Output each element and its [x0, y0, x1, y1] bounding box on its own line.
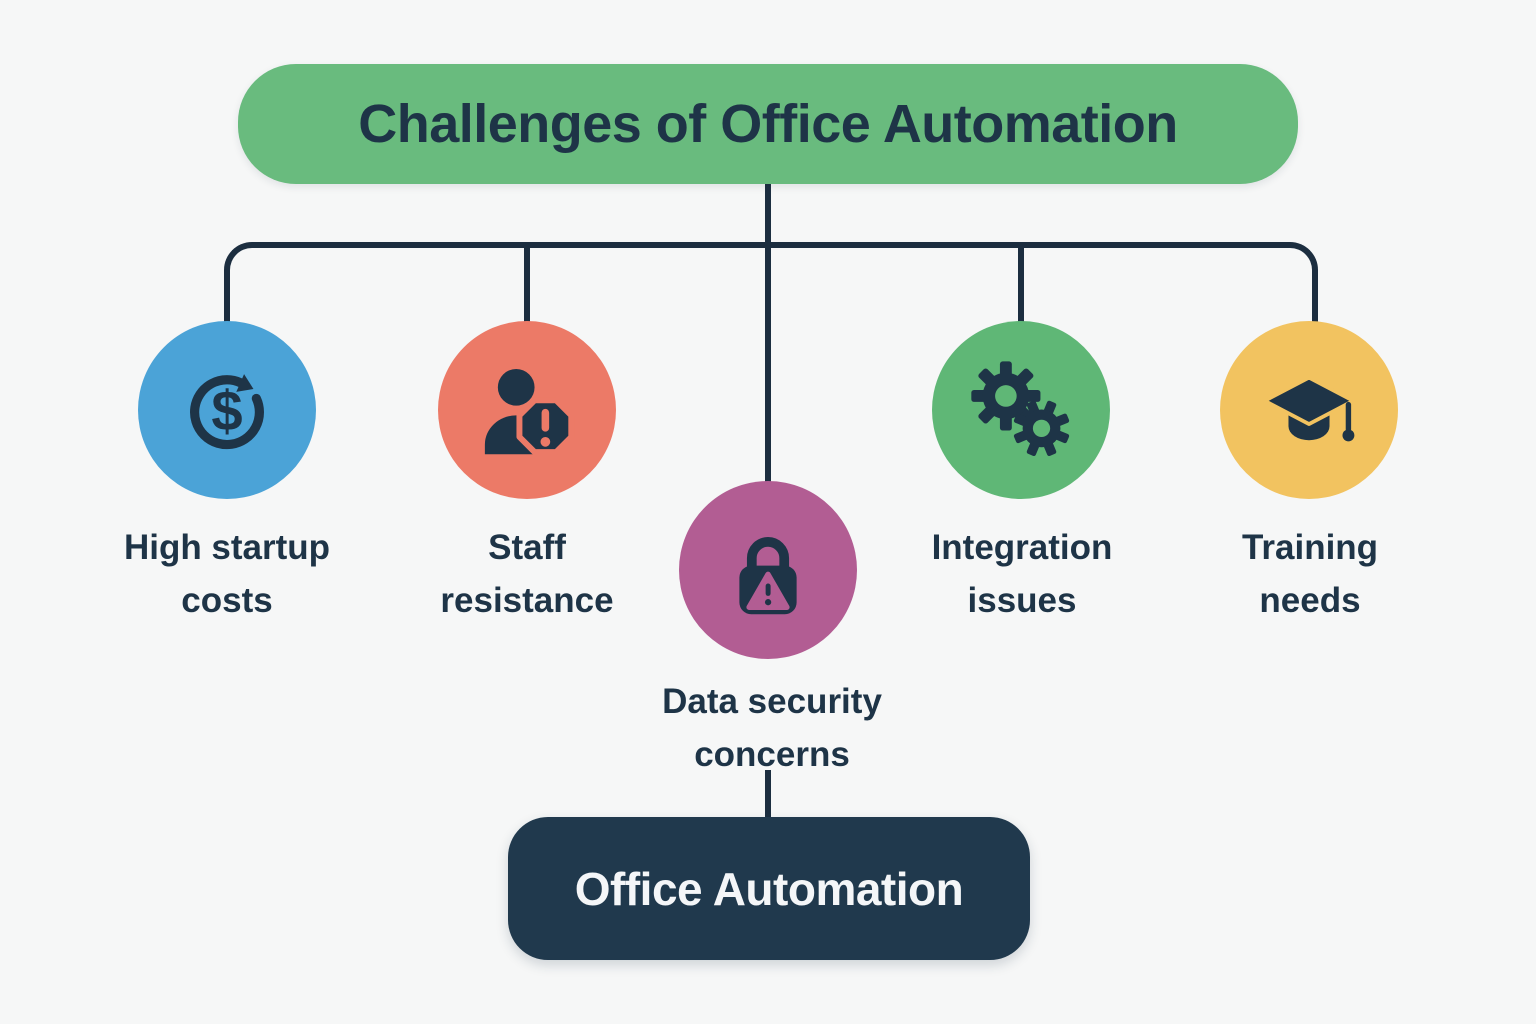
connector-horizontal-line — [252, 242, 1284, 248]
node-label-data-security-concerns: Data security concerns — [662, 682, 882, 774]
connector-trunk-line — [765, 184, 771, 484]
connector-root-link — [765, 770, 771, 822]
title-banner: Challenges of Office Automation — [238, 64, 1298, 184]
svg-text:$: $ — [211, 380, 242, 443]
node-label-integration-issues: Integration issues — [931, 528, 1113, 620]
gears-icon — [971, 361, 1070, 456]
node-label-training-needs: Training needs — [1241, 528, 1379, 620]
connector-drop-staff-resistance — [524, 245, 530, 323]
dollar-refresh-icon: $ — [190, 374, 264, 450]
node-circle-staff-resistance — [438, 321, 616, 499]
root-node: Office Automation — [508, 817, 1030, 960]
page-title: Challenges of Office Automation — [358, 94, 1178, 154]
person-warning-icon — [484, 368, 575, 456]
node-circle-training-needs — [1220, 321, 1398, 499]
connector-corner-right — [1282, 242, 1318, 329]
node-circle-data-security-concerns — [679, 481, 857, 659]
node-label-staff-resistance: Staff resistance — [440, 528, 614, 620]
node-label-high-startup-costs: High startup costs — [123, 528, 331, 620]
connector-corner-left — [224, 242, 260, 329]
connector-drop-integration-issues — [1018, 245, 1024, 323]
root-node-label: Office Automation — [574, 862, 964, 915]
node-circle-high-startup-costs: $ — [138, 321, 316, 499]
node-circle-integration-issues — [932, 321, 1110, 499]
graduation-cap-icon — [1262, 375, 1356, 442]
lock-warning-icon — [739, 537, 797, 615]
